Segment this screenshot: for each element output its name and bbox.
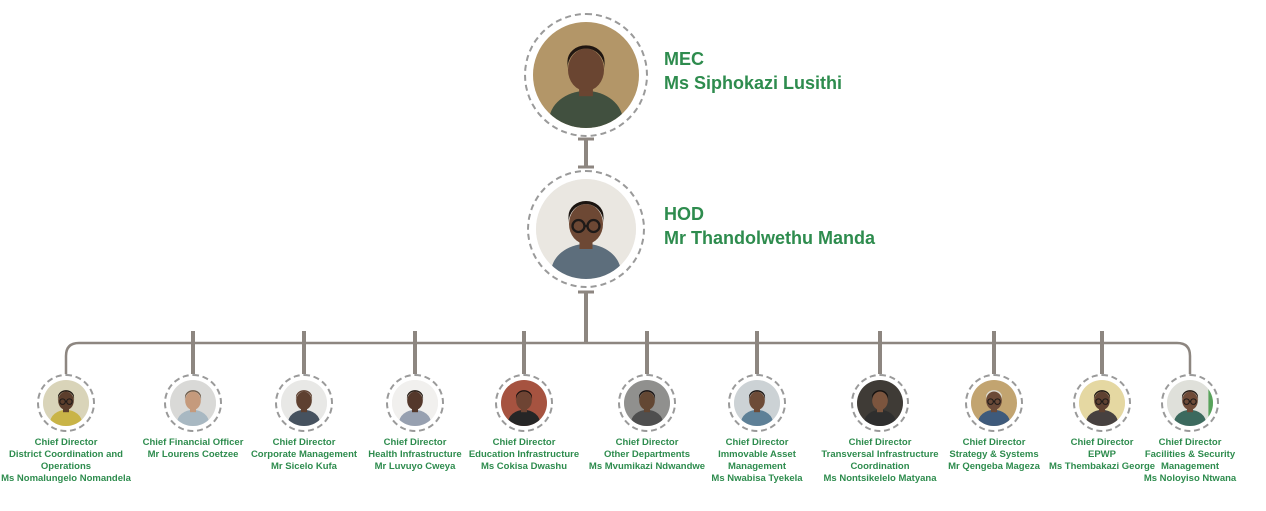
member-unit-line: EPWP bbox=[1088, 449, 1116, 460]
member-photo bbox=[734, 380, 780, 426]
mec-label: MEC Ms Siphokazi Lusithi bbox=[664, 47, 842, 95]
hod-role: HOD bbox=[664, 204, 704, 224]
member-unit-line: Education Infrastructure bbox=[468, 449, 580, 460]
member-unit-line: Immovable Asset bbox=[718, 449, 796, 460]
member-unit-line: Management bbox=[727, 461, 787, 472]
hod-node bbox=[527, 170, 645, 288]
member-ring bbox=[618, 374, 676, 432]
mec-role: MEC bbox=[664, 49, 704, 69]
member-ring bbox=[386, 374, 444, 432]
member-ring bbox=[37, 374, 95, 432]
member-name: Ms Noloyiso Ntwana bbox=[1143, 473, 1237, 484]
member-unit-line: Operations bbox=[40, 461, 92, 472]
member-ring bbox=[275, 374, 333, 432]
member-name: Ms Nontsikelelo Matyana bbox=[823, 473, 937, 484]
member-name: Ms Nomalungelo Nomandela bbox=[1, 473, 131, 484]
member-photo bbox=[392, 380, 438, 426]
member-name: Mr Qengeba Mageza bbox=[948, 461, 1040, 472]
member-unit-line: District Coordination and bbox=[8, 449, 123, 460]
member-ring bbox=[851, 374, 909, 432]
hod-photo bbox=[536, 179, 636, 279]
member-unit-line: Health Infrastructure bbox=[368, 449, 462, 460]
member-photo bbox=[43, 380, 89, 426]
member-role: Chief Director bbox=[1070, 437, 1134, 448]
member-name: Ms Nwabisa Tyekela bbox=[711, 473, 803, 484]
member-photo bbox=[971, 380, 1017, 426]
member-photo bbox=[281, 380, 327, 426]
member-role: Chief Director bbox=[962, 437, 1026, 448]
mec-photo bbox=[533, 22, 639, 128]
member-role: Chief Director bbox=[492, 437, 556, 448]
member-unit-line: Transversal Infrastructure bbox=[821, 449, 939, 460]
mec-name: Ms Siphokazi Lusithi bbox=[664, 73, 843, 93]
member-photo bbox=[501, 380, 547, 426]
member-photo bbox=[170, 380, 216, 426]
member-unit-line: Management bbox=[1160, 461, 1220, 472]
member-role: Chief Director bbox=[34, 437, 98, 448]
member-ring bbox=[164, 374, 222, 432]
member-ring bbox=[1073, 374, 1131, 432]
member-unit-line: Other Departments bbox=[603, 449, 691, 460]
hod-name: Mr Thandolwethu Manda bbox=[664, 228, 875, 248]
member-role: Chief Director bbox=[272, 437, 336, 448]
member-unit-line: Facilities & Security bbox=[1144, 449, 1236, 460]
member-unit-line: Strategy & Systems bbox=[949, 449, 1039, 460]
member-role: Chief Director bbox=[725, 437, 789, 448]
member-unit-line: Corporate Management bbox=[250, 449, 358, 460]
member-role: Chief Director bbox=[848, 437, 912, 448]
member-ring bbox=[965, 374, 1023, 432]
member-name: Ms Thembakazi George bbox=[1048, 461, 1156, 472]
member-name: Mr Sicelo Kufa bbox=[270, 461, 337, 472]
hod-label: HOD Mr Thandolwethu Manda bbox=[664, 202, 875, 250]
member-name: Mr Lourens Coetzee bbox=[147, 449, 239, 460]
member-photo bbox=[1167, 380, 1213, 426]
member-name: Ms Cokisa Dwashu bbox=[480, 461, 568, 472]
member-role: Chief Director bbox=[615, 437, 679, 448]
member-photo bbox=[1079, 380, 1125, 426]
member-ring bbox=[728, 374, 786, 432]
member-ring bbox=[1161, 374, 1219, 432]
mec-node bbox=[524, 13, 648, 137]
member-role: Chief Financial Officer bbox=[142, 437, 244, 448]
member-role: Chief Director bbox=[383, 437, 447, 448]
member-ring bbox=[495, 374, 553, 432]
member-role: Chief Director bbox=[1158, 437, 1222, 448]
member-photo bbox=[624, 380, 670, 426]
member-photo bbox=[857, 380, 903, 426]
member-unit-line: Coordination bbox=[850, 461, 910, 472]
member-name: Mr Luvuyo Cweya bbox=[374, 461, 456, 472]
member-name: Ms Mvumikazi Ndwandwe bbox=[588, 461, 706, 472]
